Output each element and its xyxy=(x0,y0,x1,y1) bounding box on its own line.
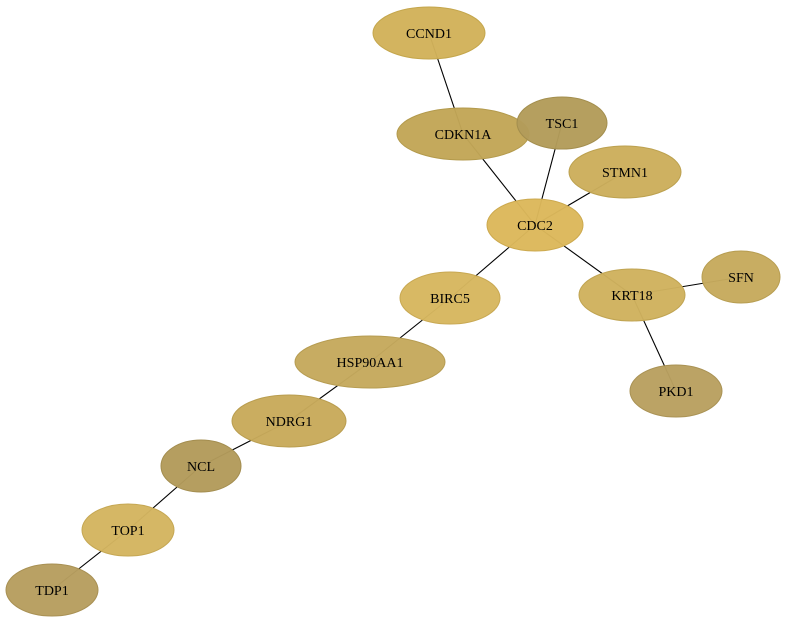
node-shape xyxy=(160,439,242,493)
node-shape xyxy=(5,563,99,617)
node-tsc1[interactable]: TSC1 xyxy=(516,96,608,150)
node-shape xyxy=(701,250,781,304)
node-cdkn1a[interactable]: CDKN1A xyxy=(396,107,530,161)
node-shape xyxy=(81,503,175,557)
node-label: STMN1 xyxy=(602,166,648,181)
node-label: CCND1 xyxy=(406,27,452,42)
node-label: KRT18 xyxy=(611,289,652,304)
node-stmn1[interactable]: STMN1 xyxy=(568,145,682,199)
node-krt18[interactable]: KRT18 xyxy=(578,268,686,322)
node-shape xyxy=(294,335,446,389)
node-pkd1[interactable]: PKD1 xyxy=(629,364,723,418)
node-label: TOP1 xyxy=(111,524,144,539)
node-birc5[interactable]: BIRC5 xyxy=(399,271,501,325)
node-shape xyxy=(399,271,501,325)
node-shape xyxy=(372,6,486,60)
node-label: NDRG1 xyxy=(266,415,313,430)
node-label: PKD1 xyxy=(658,385,693,400)
node-shape xyxy=(629,364,723,418)
node-cdc2[interactable]: CDC2 xyxy=(486,198,584,252)
node-shape xyxy=(578,268,686,322)
node-hsp90aa1[interactable]: HSP90AA1 xyxy=(294,335,446,389)
node-ncl[interactable]: NCL xyxy=(160,439,242,493)
node-label: CDC2 xyxy=(517,219,553,234)
node-tdp1[interactable]: TDP1 xyxy=(5,563,99,617)
node-shape xyxy=(568,145,682,199)
node-label: TDP1 xyxy=(35,584,68,599)
node-shape xyxy=(516,96,608,150)
node-label: NCL xyxy=(187,460,215,475)
node-label: BIRC5 xyxy=(430,292,470,307)
node-top1[interactable]: TOP1 xyxy=(81,503,175,557)
node-label: HSP90AA1 xyxy=(337,356,404,371)
node-label: CDKN1A xyxy=(435,128,493,143)
node-shape xyxy=(486,198,584,252)
node-ndrg1[interactable]: NDRG1 xyxy=(231,394,347,448)
node-sfn[interactable]: SFN xyxy=(701,250,781,304)
node-label: SFN xyxy=(728,271,754,286)
node-label: TSC1 xyxy=(546,117,579,132)
node-ccnd1[interactable]: CCND1 xyxy=(372,6,486,60)
node-shape xyxy=(231,394,347,448)
